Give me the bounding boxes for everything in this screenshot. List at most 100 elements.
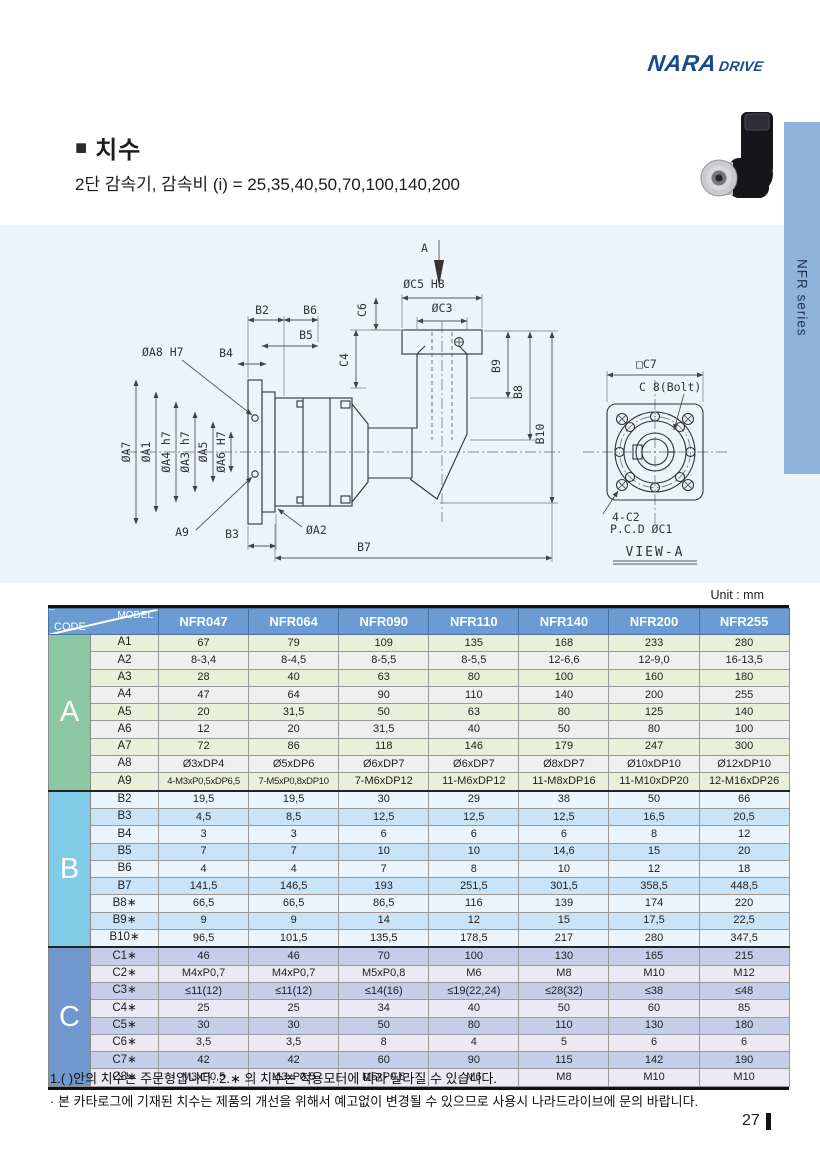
value-cell: 193 <box>338 877 430 896</box>
value-cell: 22,5 <box>698 911 790 931</box>
value-cell: 4 <box>157 859 250 879</box>
value-cell: 146 <box>428 737 520 757</box>
dim-b5: B5 <box>299 328 313 342</box>
value-cell: 8 <box>608 825 700 844</box>
value-cell: Ø10xDP10 <box>608 755 700 774</box>
value-cell: 139 <box>518 894 610 913</box>
logo-drive: DRIVE <box>717 58 765 74</box>
dim-b7: B7 <box>357 540 371 554</box>
code-cell: C1∗ <box>90 946 159 966</box>
value-cell: 66,5 <box>248 894 340 913</box>
value-cell: 130 <box>518 946 610 966</box>
dim-a2: ØA2 <box>306 523 327 537</box>
dim-a3: ØA3 h7 <box>178 431 192 473</box>
dim-b10: B10 <box>533 424 547 445</box>
corner-code-label: CODE <box>54 621 86 633</box>
bolt-circle-icons <box>614 411 696 493</box>
value-cell: 10 <box>518 859 610 879</box>
dim-c8: C 8(Bolt) <box>639 380 701 394</box>
value-cell: 12 <box>157 720 250 739</box>
value-cell: 8-3,4 <box>157 651 250 670</box>
value-cell: 12,5 <box>518 807 610 827</box>
value-cell: 6 <box>698 1033 790 1053</box>
value-cell: 140 <box>518 685 610 705</box>
value-cell: M3xP0,5 <box>248 1068 340 1087</box>
table-row: C3∗≤11(12)≤11(12)≤14(16)≤19(22,24)≤28(32… <box>48 981 790 1001</box>
model-column-header: NFR047 <box>157 608 250 635</box>
value-cell: M6 <box>428 964 520 983</box>
value-cell: 7 <box>248 842 340 861</box>
value-cell: 50 <box>338 703 430 722</box>
value-cell: 130 <box>608 1016 700 1035</box>
value-cell: 8 <box>428 859 520 879</box>
value-cell: 7-M6xDP12 <box>338 772 430 792</box>
value-cell: 85 <box>698 999 790 1018</box>
dim-a5: ØA5 <box>196 442 210 463</box>
value-cell: 15 <box>518 911 610 931</box>
model-column-header: NFR090 <box>338 608 430 635</box>
value-cell: M3xP0,5 <box>157 1068 250 1087</box>
view-a: □C7 C 8(Bolt) 4-C2 P.C.D ØC1 VIEW-A <box>583 357 727 565</box>
page-number-bar <box>765 1112 771 1130</box>
value-cell: 247 <box>608 737 700 757</box>
dim-c2: 4-C2 <box>612 510 640 524</box>
code-cell: C3∗ <box>90 981 159 1001</box>
code-cell: C2∗ <box>90 964 159 983</box>
model-column-header: NFR064 <box>248 608 340 635</box>
value-cell: 12,5 <box>428 807 520 827</box>
value-cell: ≤14(16) <box>338 981 430 1001</box>
value-cell: 70 <box>338 946 430 966</box>
value-cell: 86 <box>248 737 340 757</box>
value-cell: 4 <box>248 859 340 879</box>
value-cell: 30 <box>338 789 430 809</box>
value-cell: 140 <box>698 703 790 722</box>
series-side-tab: NFR series <box>784 122 820 474</box>
model-column-header: NFR110 <box>428 608 520 635</box>
code-cell: B3 <box>90 807 159 827</box>
code-cell: A9 <box>90 772 159 792</box>
value-cell: 14 <box>338 911 430 931</box>
code-cell: B7 <box>90 877 159 896</box>
value-cell: 179 <box>518 737 610 757</box>
value-cell: 109 <box>338 633 430 653</box>
value-cell: 18 <box>698 859 790 879</box>
value-cell: 31,5 <box>248 703 340 722</box>
value-cell: 7-M5xP0,8xDP10 <box>248 772 340 792</box>
value-cell: 80 <box>428 1016 520 1035</box>
value-cell: 20 <box>698 842 790 861</box>
value-cell: M12 <box>698 964 790 983</box>
value-cell: 4,5 <box>157 807 250 827</box>
value-cell: 42 <box>248 1051 340 1070</box>
value-cell: 3 <box>248 825 340 844</box>
value-cell: 215 <box>698 946 790 966</box>
value-cell: 220 <box>698 894 790 913</box>
value-cell: 4-M3xP0,5xDP6,5 <box>157 772 250 792</box>
value-cell: 8-5,5 <box>338 651 430 670</box>
corner-model-label: MODEL <box>117 610 153 621</box>
value-cell: 174 <box>608 894 700 913</box>
value-cell: 3,5 <box>248 1033 340 1053</box>
value-cell: 60 <box>608 999 700 1018</box>
value-cell: 6 <box>608 1033 700 1053</box>
code-cell: A8 <box>90 755 159 774</box>
value-cell: 141,5 <box>157 877 250 896</box>
value-cell: 50 <box>608 789 700 809</box>
value-cell: 110 <box>518 1016 610 1035</box>
code-model-corner-cell: MODEL CODE <box>48 608 159 635</box>
value-cell: 80 <box>518 703 610 722</box>
value-cell: 142 <box>608 1051 700 1070</box>
value-cell: 110 <box>428 685 520 705</box>
dim-b2: B2 <box>255 303 269 317</box>
value-cell: 12 <box>428 911 520 931</box>
code-cell: A5 <box>90 703 159 722</box>
logo-nara: NARA <box>646 50 719 76</box>
dim-c5: ØC5 H8 <box>403 277 445 291</box>
value-cell: 86,5 <box>338 894 430 913</box>
code-cell: C5∗ <box>90 1016 159 1035</box>
value-cell: 200 <box>608 685 700 705</box>
code-cell: C6∗ <box>90 1033 159 1053</box>
